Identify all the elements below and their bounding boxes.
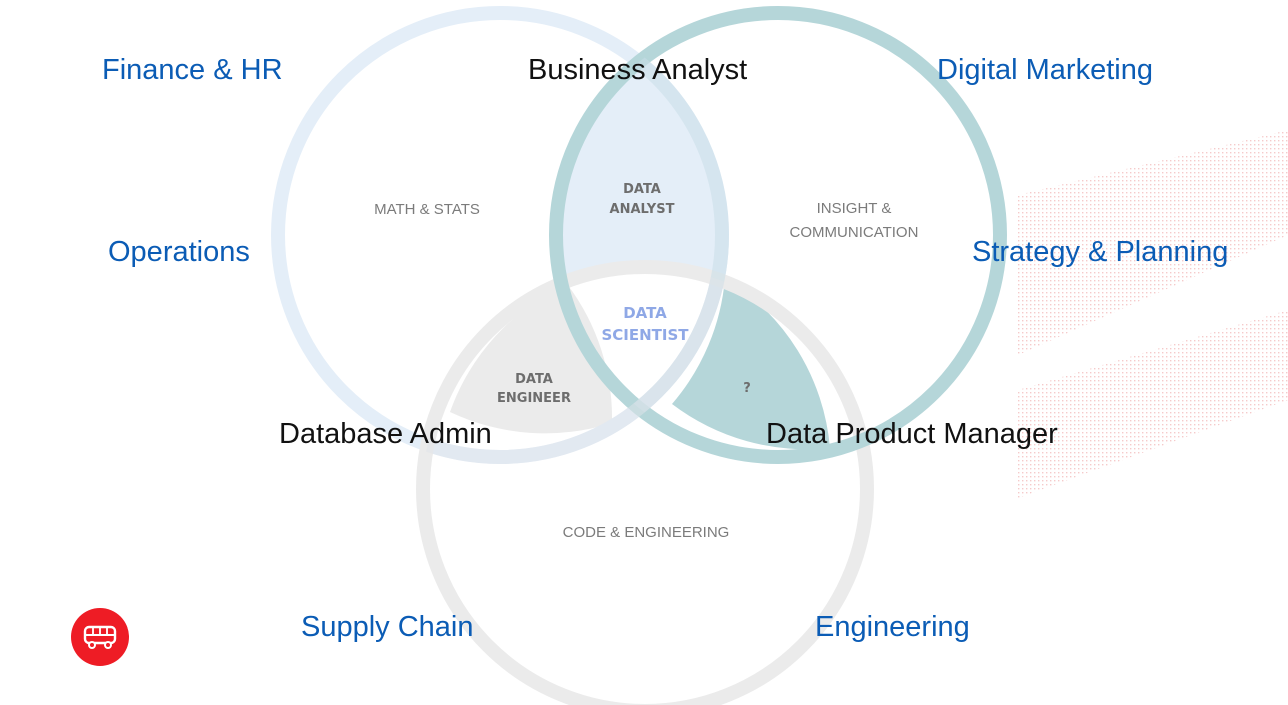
decorative-stripes bbox=[1018, 130, 1288, 498]
insight-communication-label-line1: INSIGHT & bbox=[817, 200, 892, 217]
data-product-manager-label: Data Product Manager bbox=[766, 418, 1058, 450]
digital-marketing-label: Digital Marketing bbox=[937, 54, 1153, 86]
supply-chain-label: Supply Chain bbox=[301, 611, 474, 643]
finance-hr-label: Finance & HR bbox=[102, 54, 283, 86]
data-engineer-label-line1: DATA bbox=[515, 372, 553, 387]
insight-communication-circle bbox=[549, 6, 1007, 464]
unknown-region bbox=[672, 278, 830, 450]
unknown-role-label: ? bbox=[743, 381, 751, 396]
operations-label: Operations bbox=[108, 236, 250, 268]
business-analyst-label: Business Analyst bbox=[528, 54, 748, 86]
data-analyst-region bbox=[560, 60, 729, 284]
bus-button[interactable] bbox=[71, 608, 129, 666]
bus-icon bbox=[83, 625, 117, 649]
database-admin-label: Database Admin bbox=[279, 418, 492, 450]
data-scientist-label-line1: DATA bbox=[623, 304, 667, 322]
data-scientist-label-line2: SCIENTIST bbox=[601, 326, 689, 344]
code-engineering-label: CODE & ENGINEERING bbox=[563, 524, 730, 541]
code-engineering-circle bbox=[416, 260, 874, 705]
math-stats-label: MATH & STATS bbox=[374, 201, 480, 218]
data-analyst-label-line2: ANALYST bbox=[610, 202, 675, 217]
data-analyst-label-line1: DATA bbox=[623, 182, 661, 197]
insight-communication-label-line2: COMMUNICATION bbox=[790, 224, 919, 241]
engineering-label: Engineering bbox=[815, 611, 970, 643]
data-engineer-label-line2: ENGINEER bbox=[497, 391, 571, 406]
strategy-planning-label: Strategy & Planning bbox=[972, 236, 1229, 268]
